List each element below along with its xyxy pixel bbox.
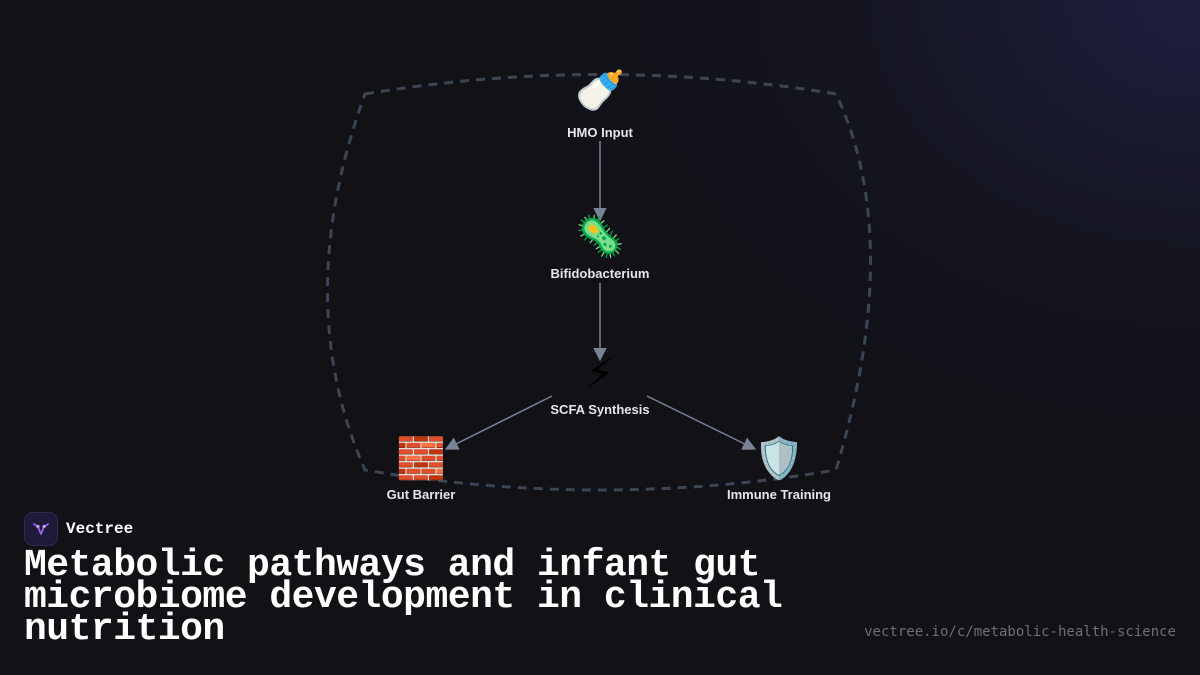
brick-wall-icon: 🧱: [396, 435, 446, 482]
vectree-logo-icon: [24, 512, 58, 546]
node-label: Bifidobacterium: [551, 266, 650, 281]
node-label: HMO Input: [567, 125, 633, 140]
edge-scfa-to-gut-barrier: [444, 395, 553, 450]
node-bifidobacterium[interactable]: 🦠 Bifidobacterium: [551, 213, 650, 281]
node-label: Gut Barrier: [387, 487, 456, 502]
node-hmo-input[interactable]: 🍼 HMO Input: [567, 67, 633, 140]
boundary-outline: [326, 73, 872, 492]
page-url[interactable]: vectree.io/c/metabolic-health-science: [864, 624, 1176, 640]
node-label: Immune Training: [727, 487, 831, 502]
microbe-icon: 🦠: [575, 213, 625, 260]
node-scfa-synthesis[interactable]: ⚡ SCFA Synthesis: [550, 351, 649, 417]
lightning-icon: ⚡: [586, 351, 614, 397]
node-gut-barrier[interactable]: 🧱 Gut Barrier: [387, 435, 456, 502]
edge-scfa-to-immune-training: [646, 395, 757, 450]
node-immune-training[interactable]: 🛡️ Immune Training: [727, 435, 831, 502]
page-title: Metabolic pathways and infant gut microb…: [24, 544, 783, 651]
edges: [444, 141, 757, 450]
brand-name: Vectree: [66, 520, 134, 538]
node-label: SCFA Synthesis: [550, 402, 649, 417]
brand[interactable]: Vectree: [24, 512, 133, 546]
shield-icon: 🛡️: [754, 435, 804, 482]
baby-bottle-icon: 🍼: [575, 67, 625, 114]
